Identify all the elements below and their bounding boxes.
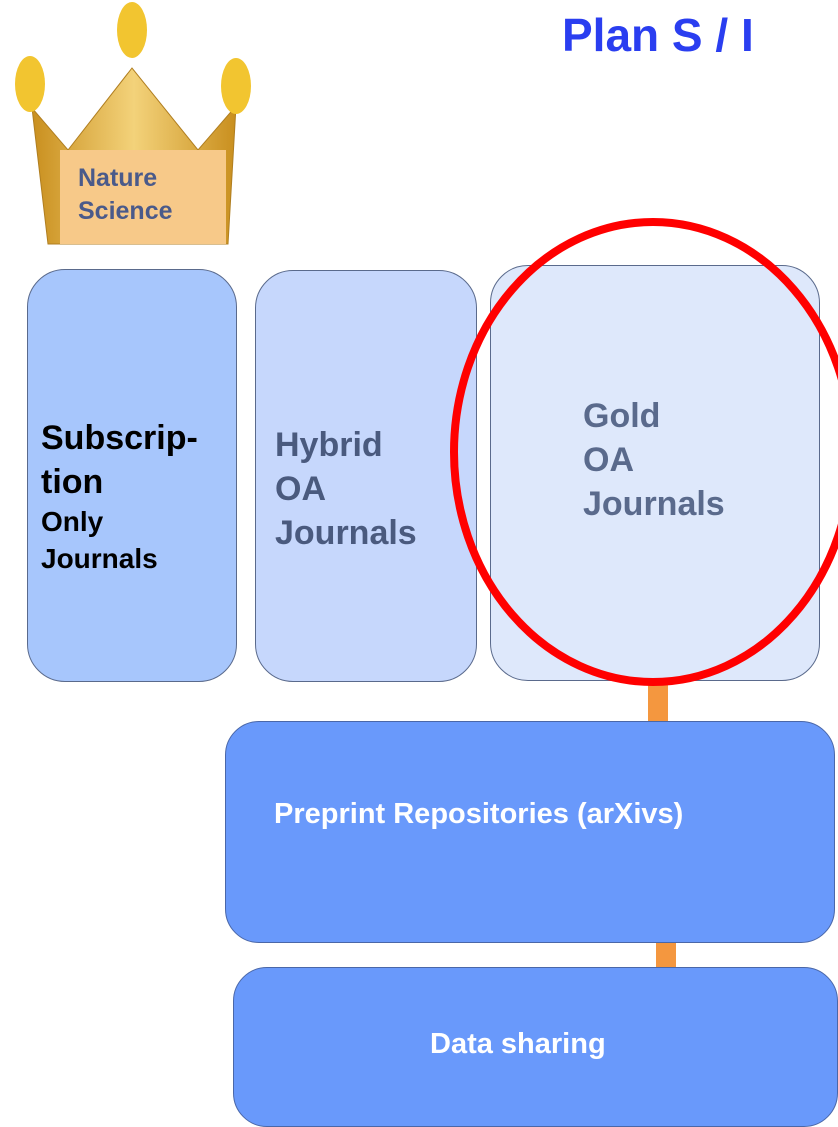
page-title: Plan S / I xyxy=(562,9,754,61)
hybrid-oa-journals-box: Hybrid OA Journals xyxy=(255,270,477,682)
data-sharing-box: Data sharing xyxy=(233,967,838,1127)
subscription-line-4: Journals xyxy=(41,542,158,574)
hybrid-line-1: Hybrid xyxy=(275,426,383,464)
hybrid-line-3: Journals xyxy=(275,514,417,553)
hybrid-line-2: OA xyxy=(275,470,326,509)
data-sharing-label: Data sharing xyxy=(430,1028,606,1060)
subscription-only-journals-box: Subscrip- tion Only Journals xyxy=(27,269,237,682)
gold-oa-journals-box: Gold OA Journals xyxy=(490,265,820,681)
gold-line-2: OA xyxy=(583,441,634,480)
preprint-repositories-box: Preprint Repositories (arXivs) xyxy=(225,721,835,943)
gold-line-3: Journals xyxy=(583,485,725,524)
subscription-line-2: tion xyxy=(41,463,104,502)
crown-label-nature: Nature xyxy=(78,164,158,192)
gold-line-1: Gold xyxy=(583,397,661,435)
preprint-label: Preprint Repositories (arXivs) xyxy=(274,798,684,830)
crown-label: Nature Science xyxy=(60,150,226,244)
subscription-line-3: Only xyxy=(41,506,104,538)
crown-label-science: Science xyxy=(78,196,173,225)
subscription-line-1: Subscrip- xyxy=(41,419,198,457)
